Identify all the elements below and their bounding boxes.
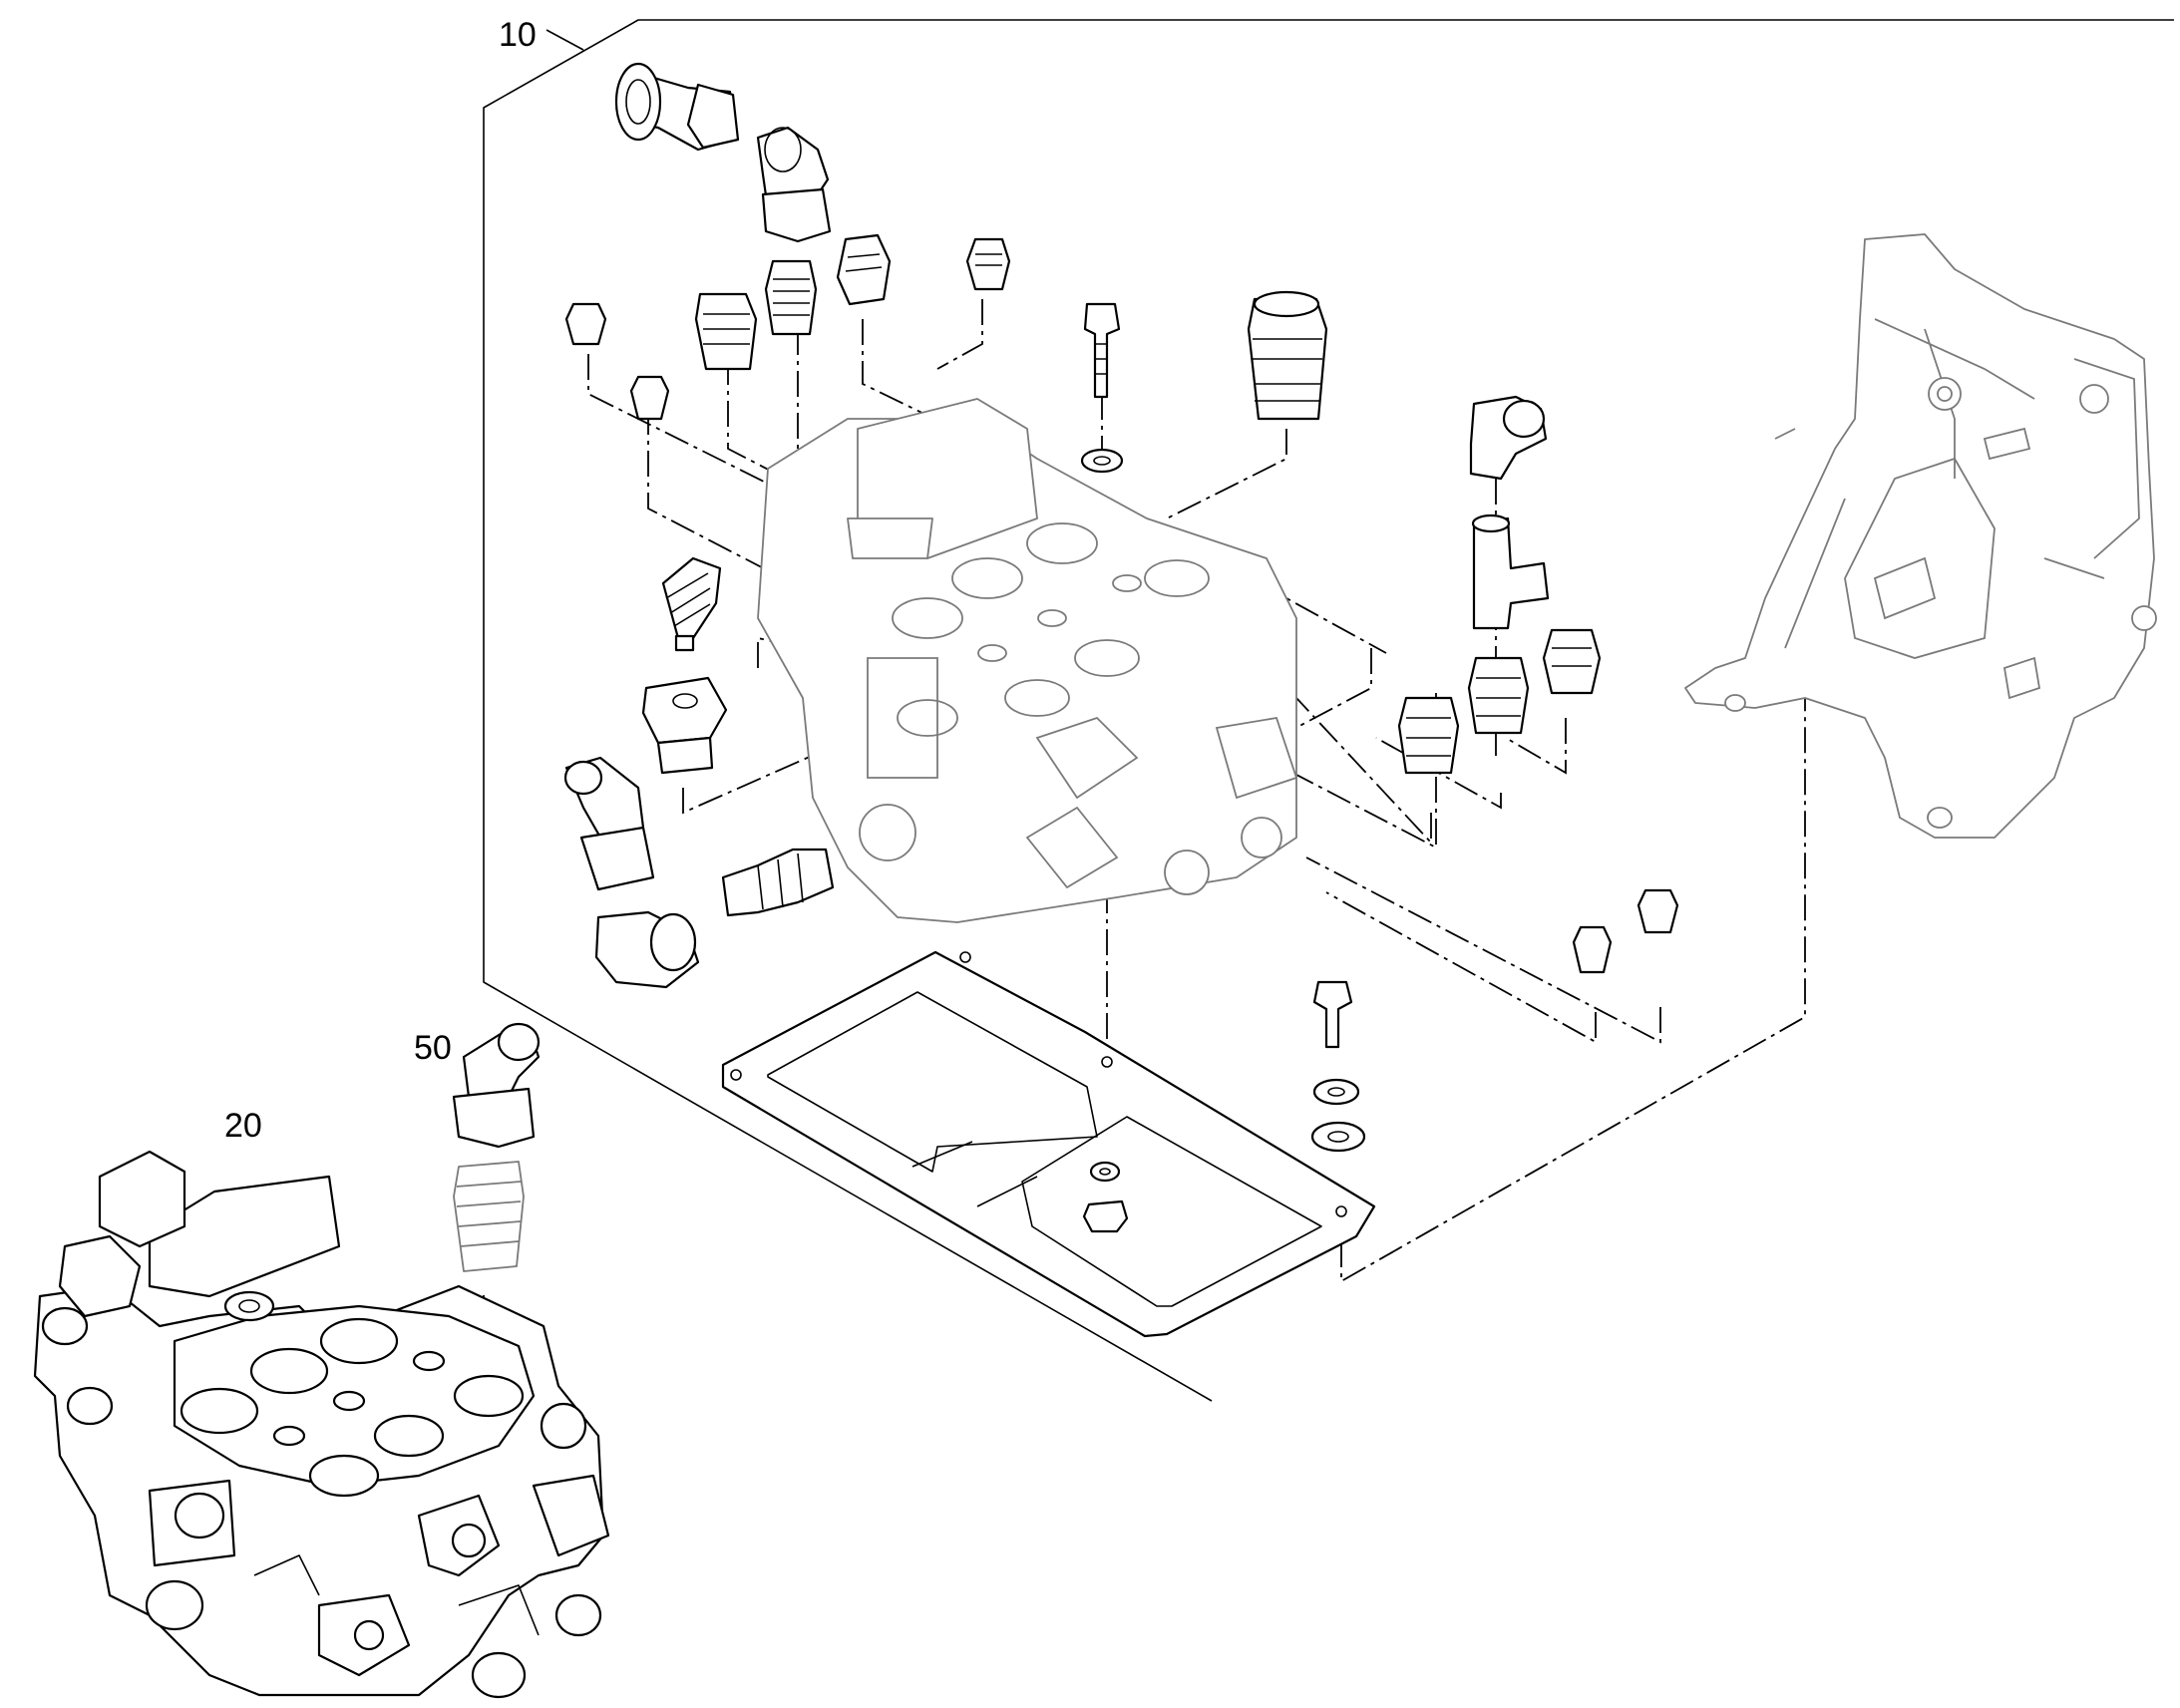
adapter-2 [836,233,892,306]
callout-50: 50 [414,1029,452,1067]
adapter-3 [965,237,1011,291]
adapter-50 [453,1161,525,1272]
nut-plate-2 [1082,1199,1129,1233]
valve-assembly-20 [33,1150,610,1699]
washer-plate-2 [1310,1121,1366,1153]
plug-left-2 [629,375,670,421]
plug-left-1 [564,302,607,346]
loader-frame [1684,233,2157,839]
elbow-right [1469,395,1548,481]
tee-right [1471,513,1550,630]
relief-valve [661,556,722,652]
adapter-right-2 [1542,628,1602,695]
nut-plate-1 [1089,1161,1121,1183]
callout-10: 10 [499,16,537,54]
tee-fitting-top [614,62,740,152]
adapter-1 [764,259,818,336]
washer-plate-1 [1312,1078,1360,1106]
control-valve-body [757,398,1298,923]
bolt-top [1083,302,1121,399]
plug-right-1 [1572,925,1613,974]
elbow-fitting-top [756,126,832,243]
assembly-frame-10 [483,19,2174,1402]
mounting-gasket-plate [721,950,1376,1338]
washer-top [1080,448,1124,474]
elbow-fitting-50 [452,1022,541,1149]
bolt-plate [1312,980,1353,1049]
adapter-right-1 [1467,656,1530,735]
adapter-large-left [694,292,758,371]
callout-20: 20 [224,1107,262,1145]
adapter-left [721,848,835,917]
elbow-left [563,756,700,989]
plug-right-2 [1636,888,1679,934]
hex-nut-left [641,676,728,775]
adapter-right-3 [1397,696,1460,775]
adapter-large-right [1247,290,1328,421]
